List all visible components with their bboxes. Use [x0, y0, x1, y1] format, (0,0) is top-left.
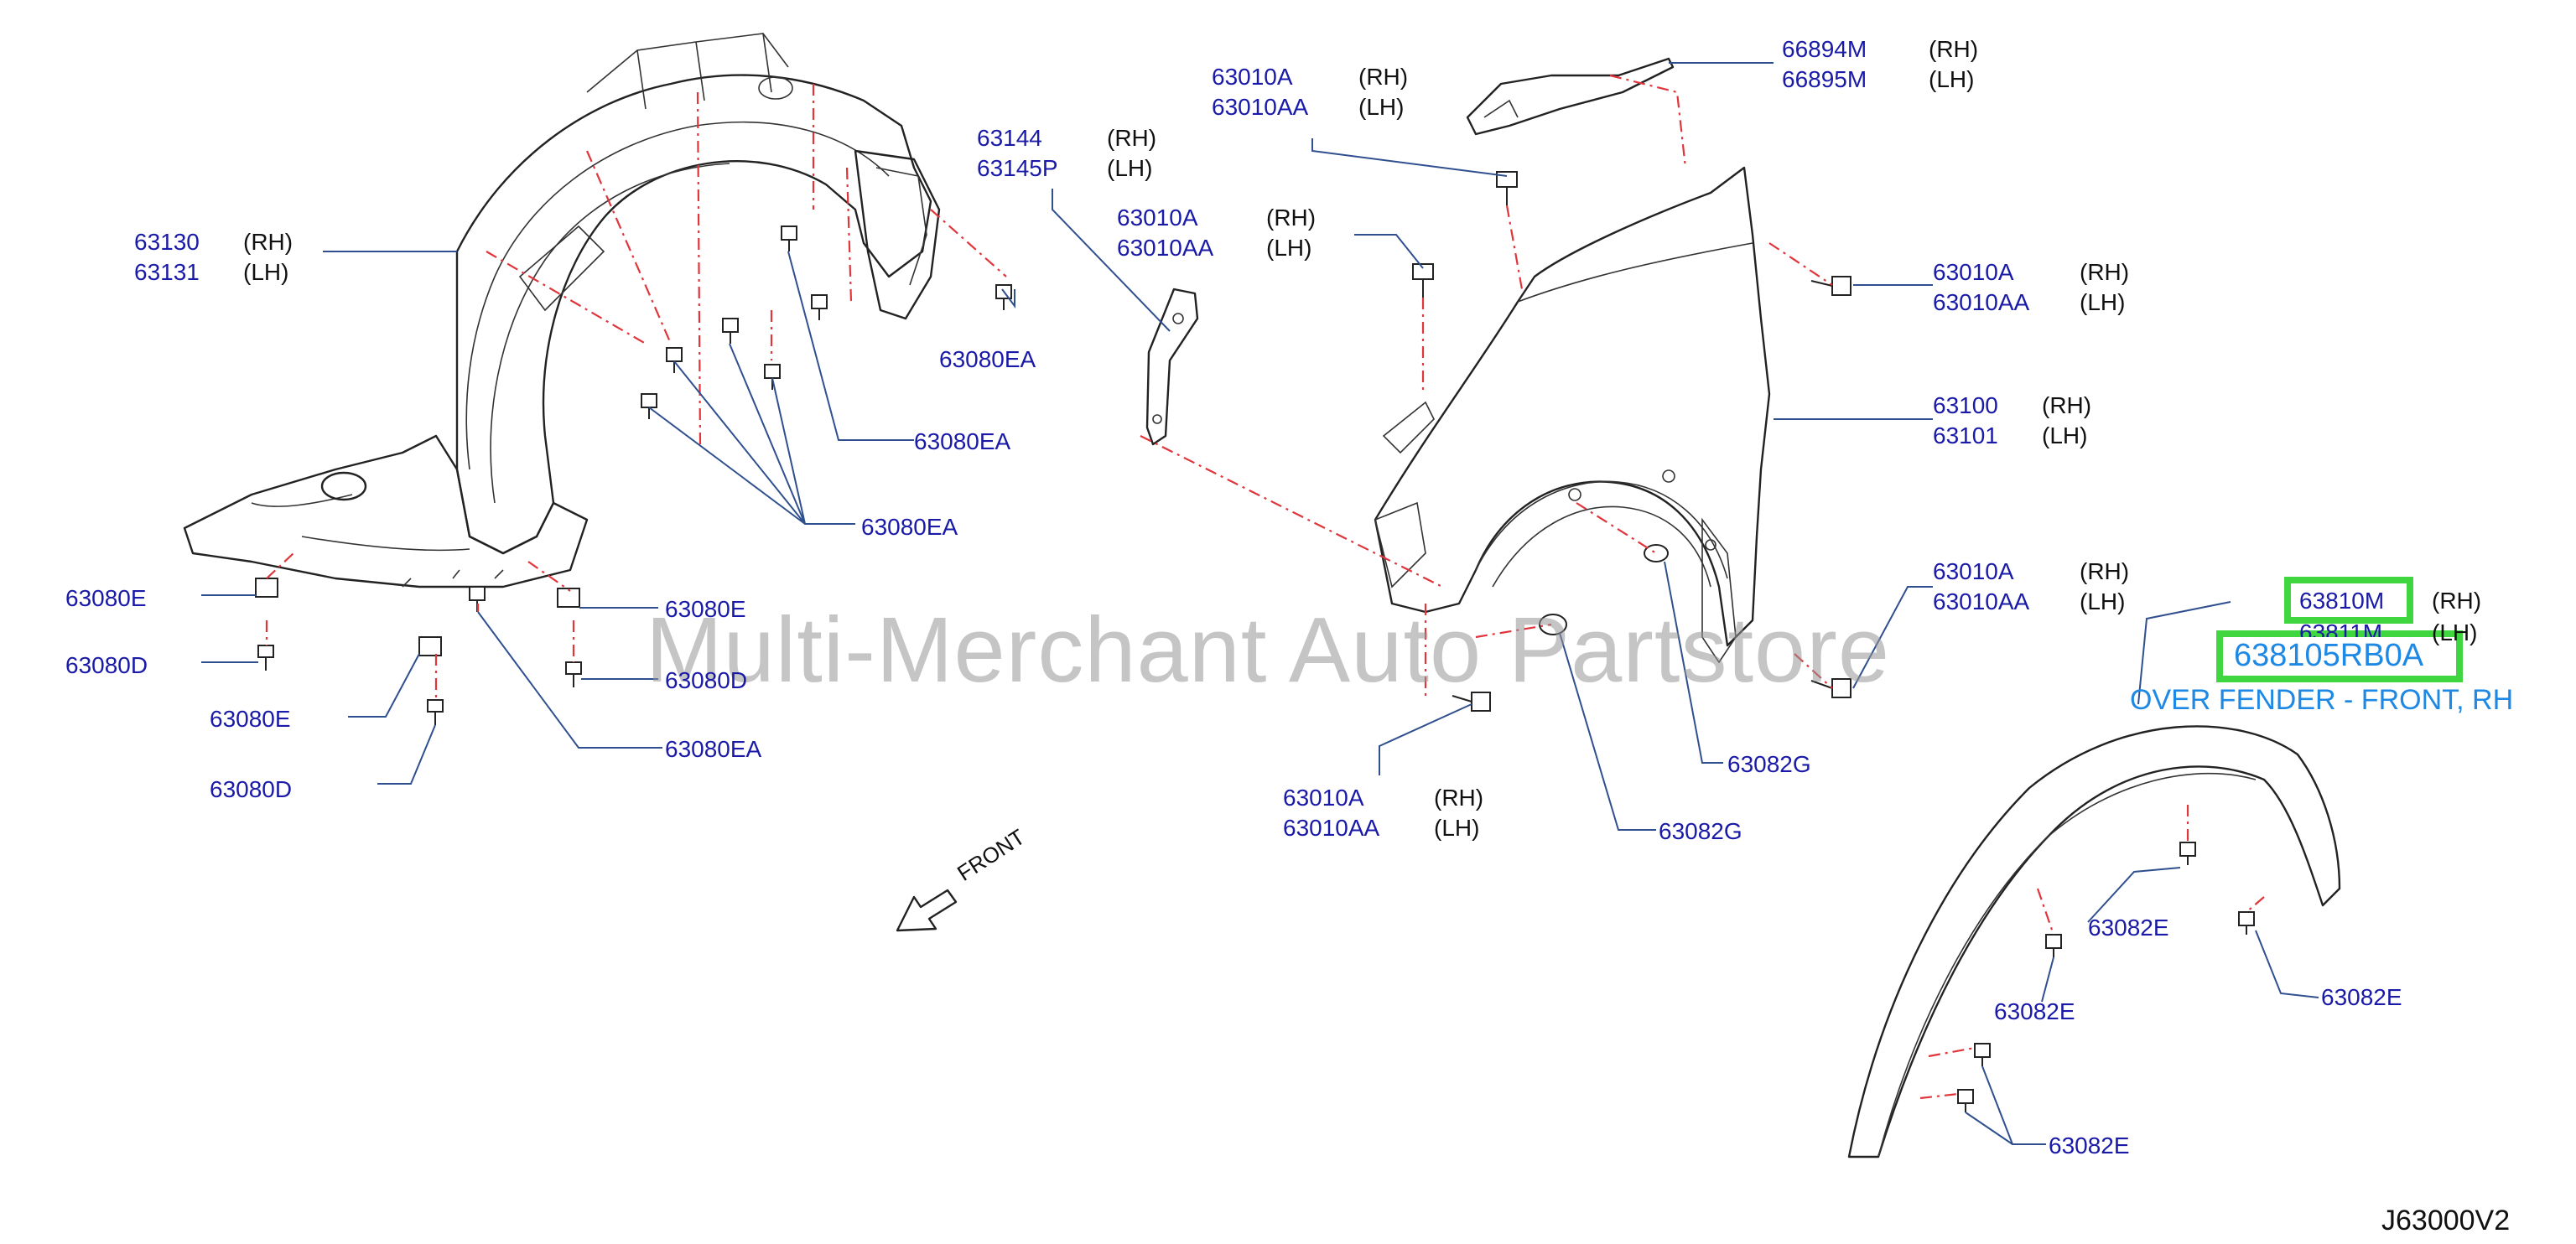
label-66894m-side: (RH)	[1929, 36, 1979, 62]
oem-part-number[interactable]: 638105RB0A	[2231, 637, 2428, 674]
label-63010aa-right-top[interactable]: 63010AA	[1933, 289, 2030, 315]
label-63082e-a[interactable]: 63082E	[2088, 915, 2169, 941]
label-63811m-side: (LH)	[2432, 619, 2478, 645]
label-66895m[interactable]: 66895M	[1782, 66, 1867, 92]
label-63082g-a[interactable]: 63082G	[1727, 751, 1811, 777]
label-63131[interactable]: 63131	[134, 259, 200, 285]
label-63145p[interactable]: 63145P	[977, 155, 1058, 181]
part-description: OVER FENDER - FRONT, RH	[2130, 684, 2514, 716]
label-63130-side: (RH)	[243, 229, 293, 255]
leader-lines	[201, 62, 2319, 1145]
label-63144-side: (RH)	[1107, 125, 1157, 151]
label-63144[interactable]: 63144	[977, 125, 1042, 151]
label-63080d-bottom[interactable]: 63080D	[210, 776, 293, 802]
label-63010a-top[interactable]: 63010A	[1212, 64, 1293, 90]
label-63010a-right-mid-side: (RH)	[2080, 558, 2130, 584]
highlight-box-part-number	[2284, 577, 2413, 624]
front-direction-arrow	[896, 889, 958, 932]
label-63010aa-top[interactable]: 63010AA	[1212, 94, 1309, 120]
label-63080d-right[interactable]: 63080D	[665, 667, 748, 693]
label-63010a-mid[interactable]: 63010A	[1117, 205, 1198, 231]
label-63101-side: (LH)	[2042, 422, 2088, 448]
highlight-box-oem-number	[2216, 630, 2463, 682]
label-63010aa-top-side: (LH)	[1358, 94, 1405, 120]
fender-panel-illustration	[1374, 166, 1771, 664]
label-63080ea-c[interactable]: 63080EA	[861, 514, 958, 540]
label-63082e-b[interactable]: 63082E	[1994, 998, 2075, 1024]
label-63010aa-right-mid[interactable]: 63010AA	[1933, 588, 2030, 614]
diagram-reference-code: J63000V2	[2381, 1205, 2511, 1236]
label-63010aa-bottom-side: (LH)	[1434, 815, 1480, 841]
label-63010aa-right-mid-side: (LH)	[2080, 588, 2126, 614]
label-63010a-right-top[interactable]: 63010A	[1933, 259, 2014, 285]
label-63082e-d[interactable]: 63082E	[2049, 1133, 2130, 1158]
label-63010a-bottom-side: (RH)	[1434, 785, 1484, 811]
label-66894m[interactable]: 66894M	[1782, 36, 1867, 62]
watermark-text: Multi-Merchant Auto Partstore	[646, 599, 1891, 702]
label-63145p-side: (LH)	[1107, 155, 1153, 181]
label-63080e-right[interactable]: 63080E	[665, 596, 746, 622]
label-63010a-bottom[interactable]: 63010A	[1283, 785, 1364, 811]
label-63080ea-b[interactable]: 63080EA	[914, 428, 1011, 454]
bracket-66894m-illustration	[1466, 57, 1675, 136]
label-63010a-mid-side: (RH)	[1266, 205, 1317, 231]
label-63810m-side: (RH)	[2432, 588, 2482, 614]
label-63010a-right-top-side: (RH)	[2080, 259, 2130, 285]
label-63080e-bottom[interactable]: 63080E	[210, 706, 291, 732]
label-63080d-left[interactable]: 63080D	[65, 652, 148, 678]
label-63100-side: (RH)	[2042, 392, 2092, 418]
label-63101[interactable]: 63101	[1933, 422, 1998, 448]
label-63010a-top-side: (RH)	[1358, 64, 1409, 90]
label-63810m[interactable]: 63810M	[2299, 588, 2385, 614]
label-63010a-right-mid[interactable]: 63010A	[1933, 558, 2014, 584]
label-63082e-c[interactable]: 63082E	[2321, 984, 2402, 1010]
label-63080ea-a[interactable]: 63080EA	[939, 346, 1036, 372]
alignment-lines	[265, 74, 2265, 1100]
bracket-63144-illustration	[1145, 288, 1199, 446]
label-63010aa-right-top-side: (LH)	[2080, 289, 2126, 315]
label-63131-side: (LH)	[243, 259, 289, 285]
label-63080e-left[interactable]: 63080E	[65, 585, 147, 611]
label-63130[interactable]: 63130	[134, 229, 200, 255]
label-63100[interactable]: 63100	[1933, 392, 1998, 418]
label-63082g-b[interactable]: 63082G	[1659, 818, 1742, 844]
label-63010aa-mid[interactable]: 63010AA	[1117, 235, 1214, 261]
label-63080ea-bottom[interactable]: 63080EA	[665, 736, 762, 762]
over-fender-illustration	[1847, 725, 2341, 1158]
label-63010aa-mid-side: (LH)	[1266, 235, 1312, 261]
label-66895m-side: (LH)	[1929, 66, 1975, 92]
fender-liner-illustration	[183, 33, 941, 588]
label-63010aa-bottom[interactable]: 63010AA	[1283, 815, 1380, 841]
